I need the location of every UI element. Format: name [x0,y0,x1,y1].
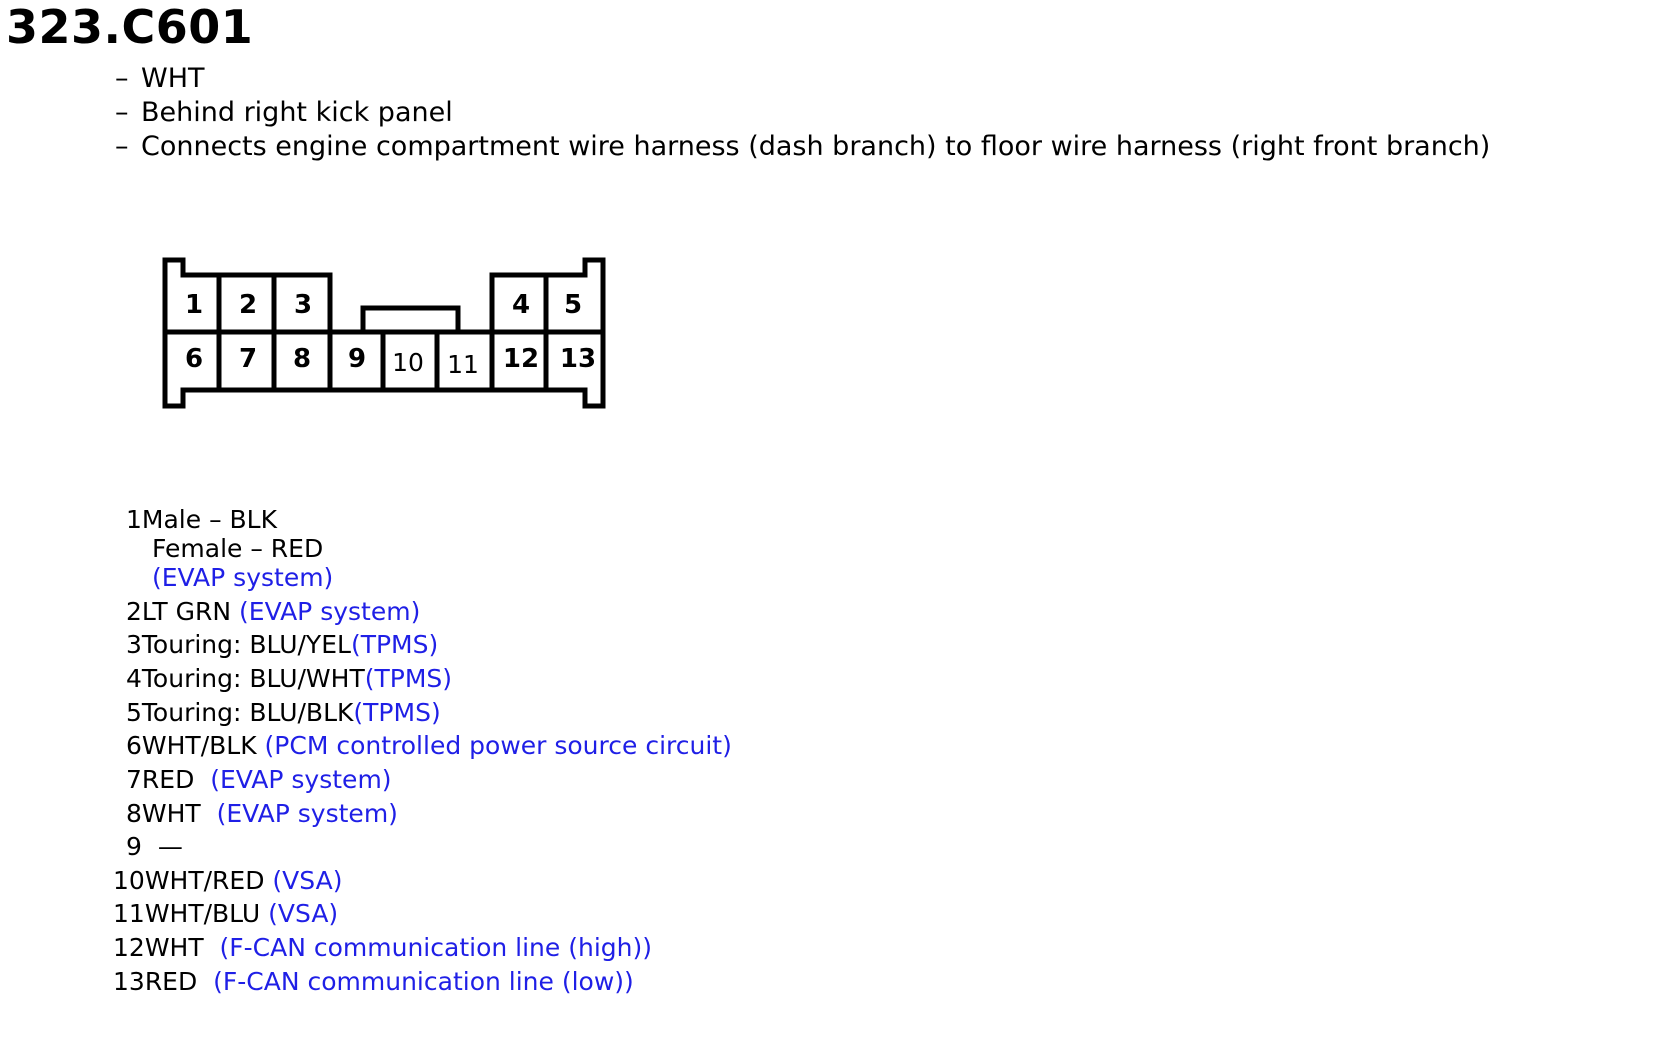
pin-row-9: 9 — [126,832,183,862]
pin-wire-color: Touring: BLU/WHT [141,664,365,693]
cavity-label-8: 8 [293,344,311,374]
pin-wire-color: WHT/BLK [141,731,257,760]
pin-circuit: (VSA) [272,866,343,895]
pin-number: 6 [126,731,142,760]
pin-row-5: 5Touring: BLU/BLK(TPMS) [126,698,441,728]
pin-wire-color: Female – RED [152,534,324,563]
pin-wire-color: WHT [144,933,204,962]
detail-connection: –Connects engine compartment wire harnes… [115,131,1491,162]
pin-circuit: (PCM controlled power source circuit) [264,731,732,760]
pin-row-6: 6WHT/BLK (PCM controlled power source ci… [126,731,732,761]
pin-wire-color: Touring: BLU/BLK [141,698,354,727]
pin-number: 10 [113,866,145,895]
pin-wire-color: — [157,832,183,861]
pin-circuit: (F-CAN communication line (low)) [213,967,634,996]
pin-wire-color: WHT/BLU [144,899,261,928]
cavity-label-6: 6 [185,344,203,374]
pin-number: 5 [126,698,142,727]
pin-wire-color: RED [141,765,195,794]
connector-details: –WHT –Behind right kick panel –Connects … [115,62,1490,164]
pin-number: 13 [113,967,145,996]
pin-circuit: (TPMS) [353,698,441,727]
pin-circuit: (EVAP system) [216,799,398,828]
pin-row-11: 11WHT/BLU (VSA) [113,899,338,929]
cavity-label-2: 2 [239,290,257,320]
detail-location: –Behind right kick panel [115,97,453,128]
pin-wire-color: LT GRN [141,597,232,626]
pin-wire-color: Touring: BLU/YEL [141,630,351,659]
connector-housing-outline [162,257,606,409]
cavity-label-5: 5 [564,290,582,320]
pin-row-7: 7RED (EVAP system) [126,765,392,795]
pin-circuit: (EVAP system) [239,597,421,626]
pin-wire-color: WHT [141,799,201,828]
cavity-label-1: 1 [185,290,203,320]
pin-number: 4 [126,664,142,693]
pin-number: 7 [126,765,142,794]
cavity-label-9: 9 [348,344,366,374]
pin-wire-color: RED [144,967,198,996]
pin-circuit: (TPMS) [364,664,453,693]
pin-row-4: 4Touring: BLU/WHT(TPMS) [126,664,452,694]
pin-number: 9 [126,832,142,861]
pin-circuit: (TPMS) [350,630,439,659]
cavity-label-11: 11 [447,350,479,379]
pin-number: 1 [126,505,142,534]
pin-row-8: 8WHT (EVAP system) [126,799,398,829]
page-title: 323.C601 [6,0,254,54]
pin-wire-color: Male – BLK [141,505,277,534]
cavity-label-13: 13 [560,344,596,374]
pin-row-13: 13RED (F-CAN communication line (low)) [113,967,634,997]
cavity-label-4: 4 [512,290,530,320]
pin-number: 2 [126,597,142,626]
detail-color: –WHT [115,63,205,94]
pin-number: 12 [113,933,145,962]
pin-circuit: (F-CAN communication line (high)) [219,933,652,962]
pin-row-1-circuit: (EVAP system) [152,563,333,593]
cavity-label-7: 7 [239,344,257,374]
pin-circuit: (EVAP system) [152,563,334,592]
pin-number: 3 [126,630,142,659]
pin-number: 8 [126,799,142,828]
pin-wire-color: WHT/RED [144,866,265,895]
pin-row-3: 3Touring: BLU/YEL(TPMS) [126,630,438,660]
pin-row-10: 10WHT/RED (VSA) [113,866,342,896]
cavity-label-3: 3 [294,290,312,320]
pin-assignment-list: 1Male – BLK Female – RED (EVAP system) 2… [113,505,732,997]
pin-row-2: 2LT GRN (EVAP system) [126,597,420,627]
pin-number: 11 [113,899,145,928]
cavity-label-12: 12 [503,344,539,374]
pin-circuit: (EVAP system) [210,765,392,794]
connector-face-diagram: 1 2 3 4 5 6 7 8 9 12 13 10 11 [162,257,606,409]
pin-circuit: (VSA) [268,899,339,928]
pin-row-12: 12WHT (F-CAN communication line (high)) [113,933,652,963]
cavity-label-10: 10 [392,348,424,377]
pin-row-1-female: Female – RED [152,534,323,564]
pin-row-1: 1Male – BLK [126,505,277,535]
